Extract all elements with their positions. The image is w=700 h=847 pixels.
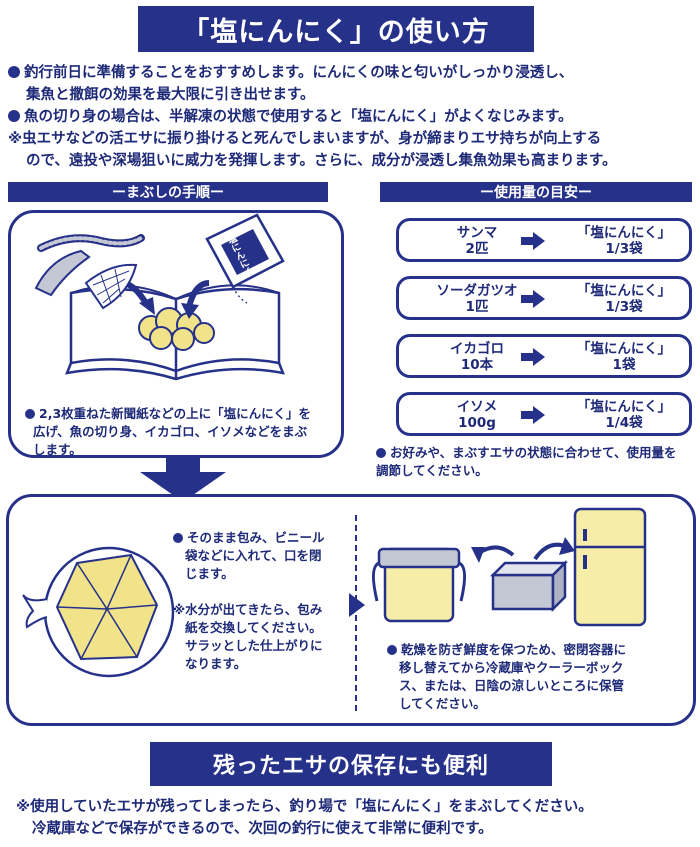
sealed-container-icon bbox=[489, 559, 569, 613]
procedure-header: ーまぶしの手順ー bbox=[8, 182, 328, 202]
usage-header: ー使用量の目安ー bbox=[380, 182, 692, 202]
bullet-icon bbox=[387, 645, 397, 655]
bullet-icon bbox=[8, 66, 20, 78]
arrow-right-icon bbox=[521, 232, 545, 250]
bullet-icon bbox=[376, 448, 386, 458]
wrapped-package-icon bbox=[22, 546, 175, 678]
page-title: 「塩にんにく」の使い方 bbox=[138, 6, 534, 52]
section-divider bbox=[355, 515, 357, 711]
cooler-box-icon bbox=[372, 547, 466, 623]
arrow-right-icon bbox=[521, 406, 545, 424]
intro-item-3: ※虫エサなどの活エサに振り掛けると死んでしまいますが、身が締まりエサ持ちが向上す… bbox=[8, 131, 602, 147]
fish-fillet-icon bbox=[34, 249, 91, 297]
intro-item-3-cont: ので、遠投や深場狙いに威力を発揮します。さらに、成分が浸透し集魚効果も高まります… bbox=[26, 153, 617, 169]
arrow-right-icon bbox=[521, 348, 545, 366]
wrap-step-text: そのまま包み、ビニール 袋などに入れて、口を閉 じます。 bbox=[173, 529, 343, 583]
intro-item-2: 魚の切り身の場合は、半解凍の状態で使用すると「塩にんにく」がよくなじみます。 bbox=[8, 106, 698, 128]
bullet-icon bbox=[25, 409, 35, 419]
usage-note: お好みや、まぶすエサの状態に合わせて、使用量を 調節してください。 bbox=[376, 445, 677, 478]
bottom-text: ※使用していたエサが残ってしまったら、釣り場で「塩にんにく」をまぶしてください。… bbox=[16, 799, 593, 837]
wrap-note-text: ※水分が出てきたら、包み 紙を交換してください。 サラッとした仕上がりに なりま… bbox=[173, 602, 323, 671]
bullet-icon bbox=[8, 110, 20, 122]
squid-bait-icon bbox=[84, 263, 138, 310]
worm-icon bbox=[37, 234, 145, 252]
down-arrow-icon bbox=[140, 456, 226, 502]
procedure-caption: 2,3枚重ねた新聞紙などの上に「塩にんにく」を 広げ、魚の切り身、イカゴロ、イソ… bbox=[25, 405, 341, 459]
refrigerator-icon bbox=[573, 507, 647, 627]
package-icon bbox=[205, 213, 285, 304]
storage-text: 乾燥を防ぎ鮮度を保つため、密閉容器に 移し替えてから冷蔵庫やクーラーボック ス、… bbox=[387, 641, 687, 713]
arrow-right-icon bbox=[349, 593, 365, 617]
curved-arrow-icon bbox=[471, 537, 575, 563]
bottom-title: 残ったエサの保存にも便利 bbox=[150, 742, 552, 786]
arrow-icon bbox=[118, 279, 210, 319]
bullet-icon bbox=[173, 533, 183, 543]
procedure-box: 塩にんにく 2,3枚重ねた新聞紙などの上に「塩にんにく」を 広げ、魚の切り身、イ… bbox=[8, 210, 344, 458]
wrap-storage-box: そのまま包み、ビニール 袋などに入れて、口を閉 じます。 ※水分が出てきたら、包… bbox=[6, 494, 696, 726]
procedure-illustration bbox=[34, 213, 286, 381]
intro-item-1-cont: 集魚と撒餌の効果を最大限に引き出せます。 bbox=[26, 87, 315, 103]
intro-item-1: 釣行前日に準備することをおすすめします。にんにくの味と匂いがしっかり浸透し、 bbox=[8, 62, 698, 84]
arrow-right-icon bbox=[521, 290, 545, 308]
storage-illustration bbox=[372, 507, 647, 627]
bait-pile-icon bbox=[138, 307, 215, 351]
intro-text: 釣行前日に準備することをおすすめします。にんにくの味と匂いがしっかり浸透し、 集… bbox=[8, 62, 698, 172]
